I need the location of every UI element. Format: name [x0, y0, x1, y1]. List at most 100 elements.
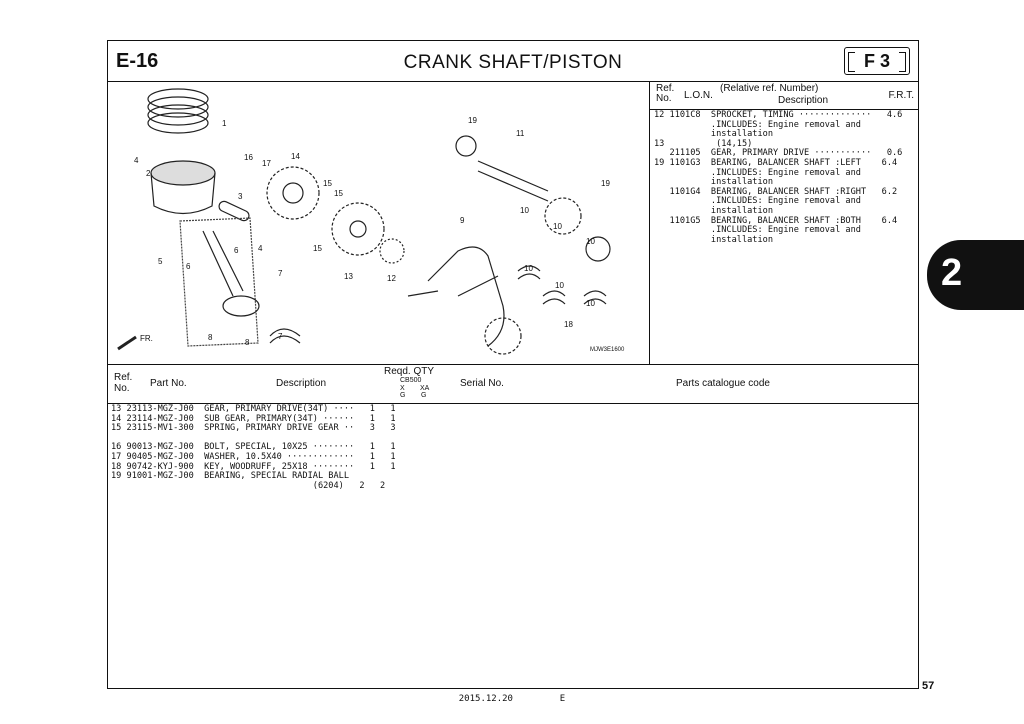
- piston-skirt: [150, 172, 216, 215]
- exploded-diagram: 1 2 3 4 4 5 6 6 7 7 8 8 9 10 10 10 10 10…: [108, 81, 650, 364]
- bearing-19-left: [455, 135, 477, 157]
- g-col-header: G: [400, 392, 406, 399]
- reference-row: installation: [654, 205, 773, 216]
- svg-text:6: 6: [186, 262, 191, 271]
- svg-text:3: 3: [238, 192, 243, 201]
- crankshaft-gear: [484, 317, 522, 355]
- parts-row: 14 23114-MGZ-J00 SUB GEAR, PRIMARY(34T) …: [111, 413, 396, 424]
- svg-text:17: 17: [262, 159, 271, 168]
- front-marker: FR.: [140, 334, 153, 343]
- parts-table-header: Ref. No. Part No. Description Reqd. QTY …: [108, 364, 918, 404]
- x-col-header: X: [400, 385, 405, 392]
- piston-pin: [218, 200, 250, 222]
- svg-text:8: 8: [208, 333, 213, 342]
- page-frame: E-16 CRANK SHAFT/PISTON F 3: [107, 40, 919, 689]
- part-no-header: Part No.: [150, 378, 187, 389]
- reference-row: .INCLUDES: Engine removal and: [654, 119, 861, 130]
- frt-header: F.R.T.: [888, 90, 914, 101]
- reference-row: .INCLUDES: Engine removal and: [654, 225, 861, 236]
- reference-rows: 12 1101C8 SPROCKET, TIMING ·············…: [654, 110, 903, 245]
- svg-text:10: 10: [586, 237, 595, 246]
- svg-text:15: 15: [323, 179, 332, 188]
- reqd-qty-header: Reqd. QTY: [384, 366, 435, 377]
- bearing-shell: [517, 265, 541, 280]
- reference-row: .INCLUDES: Engine removal and: [654, 196, 861, 207]
- relative-ref-header: (Relative ref. Number): [720, 83, 819, 94]
- svg-text:7: 7: [278, 269, 283, 278]
- reference-row: 13 (14,15): [654, 138, 753, 149]
- page-number: 57: [922, 680, 935, 692]
- g2-col-header: G: [421, 392, 427, 399]
- group-badge: F 3: [844, 47, 910, 75]
- piston-ring: [147, 112, 209, 134]
- bearing-shell: [542, 290, 566, 305]
- reference-row: installation: [654, 129, 773, 140]
- crankshaft: [407, 246, 505, 347]
- svg-text:15: 15: [334, 189, 343, 198]
- page-header: E-16 CRANK SHAFT/PISTON F 3: [108, 41, 918, 82]
- chapter-number: 2: [941, 252, 963, 294]
- svg-text:4: 4: [258, 244, 263, 253]
- svg-text:5: 5: [158, 257, 163, 266]
- bearing-shell: [583, 290, 607, 305]
- svg-text:12: 12: [387, 274, 396, 283]
- parts-row: 16 90013-MGZ-J00 BOLT, SPECIAL, 10X25 ··…: [111, 442, 396, 453]
- reference-row: 1101G4 BEARING, BALANCER SHAFT :RIGHT 6.…: [654, 186, 898, 197]
- footer: 2015.12.20 E: [0, 694, 1024, 704]
- crankshaft-piston-drawing: 1 2 3 4 4 5 6 6 7 7 8 8 9 10 10 10 10 10…: [117, 88, 625, 355]
- parts-row: 19 91001-MGZ-J00 BEARING, SPECIAL RADIAL…: [111, 471, 349, 482]
- rod-big-end: [222, 295, 260, 317]
- svg-text:14: 14: [291, 152, 300, 161]
- parts-row: 18 90742-KYJ-900 KEY, WOODRUFF, 25X18 ··…: [111, 461, 396, 472]
- connecting-rod: [202, 230, 244, 297]
- reference-row: 19 1101G3 BEARING, BALANCER SHAFT :LEFT …: [654, 157, 898, 168]
- svg-text:10: 10: [524, 264, 533, 273]
- connecting-rod-box: [179, 217, 259, 347]
- reference-row: 12 1101C8 SPROCKET, TIMING ·············…: [654, 110, 903, 120]
- parts-row: 13 23113-MGZ-J00 GEAR, PRIMARY DRIVE(34T…: [111, 404, 396, 414]
- rod-bearing: [269, 328, 301, 344]
- footer-edition: E: [559, 694, 566, 704]
- svg-text:10: 10: [555, 281, 564, 290]
- reference-panel-header: Ref. No. L.O.N. (Relative ref. Number) D…: [650, 81, 918, 110]
- svg-text:10: 10: [520, 206, 529, 215]
- description-header: Description: [778, 95, 829, 106]
- svg-text:1: 1: [222, 119, 227, 128]
- reference-row: installation: [654, 234, 773, 245]
- parts-row: 15 23115-MV1-300 SPRING, PRIMARY DRIVE G…: [111, 423, 396, 434]
- primary-drive-gear: [331, 202, 385, 256]
- piston: [150, 160, 216, 186]
- reference-row: 1101G5 BEARING, BALANCER SHAFT :BOTH 6.4: [654, 215, 898, 226]
- parts-ref-header: Ref. No.: [114, 372, 133, 394]
- drawing-code: MJW3E1600: [590, 347, 625, 353]
- svg-text:4: 4: [134, 156, 139, 165]
- ref-no-header: Ref. No.: [656, 83, 675, 104]
- page-title: CRANK SHAFT/PISTON: [403, 52, 623, 73]
- svg-text:19: 19: [468, 116, 477, 125]
- svg-text:10: 10: [553, 222, 562, 231]
- svg-text:18: 18: [564, 320, 573, 329]
- front-arrow: [117, 335, 137, 351]
- svg-text:16: 16: [244, 153, 253, 162]
- xa-col-header: XA: [420, 385, 430, 392]
- reference-row: installation: [654, 177, 773, 188]
- svg-text:9: 9: [460, 216, 465, 225]
- svg-text:10: 10: [586, 299, 595, 308]
- piston-ring: [147, 104, 209, 126]
- svg-text:2: 2: [146, 169, 151, 178]
- svg-text:11: 11: [516, 129, 525, 138]
- svg-text:8: 8: [245, 338, 250, 347]
- bearing-19-right: [585, 236, 611, 262]
- piston-ring: [147, 88, 209, 110]
- sprocket-12: [379, 238, 405, 264]
- parts-row: (6204) 2 2: [111, 480, 386, 491]
- timing-sprocket-hub: [282, 182, 304, 204]
- model-header: CB500: [400, 377, 422, 384]
- primary-gear-hub: [349, 220, 367, 238]
- svg-text:19: 19: [601, 179, 610, 188]
- timing-sprocket: [266, 166, 320, 220]
- balancer-shaft: [477, 160, 549, 202]
- svg-text:6: 6: [234, 246, 239, 255]
- reference-panel: Ref. No. L.O.N. (Relative ref. Number) D…: [650, 81, 918, 364]
- balancer-gear: [544, 197, 582, 235]
